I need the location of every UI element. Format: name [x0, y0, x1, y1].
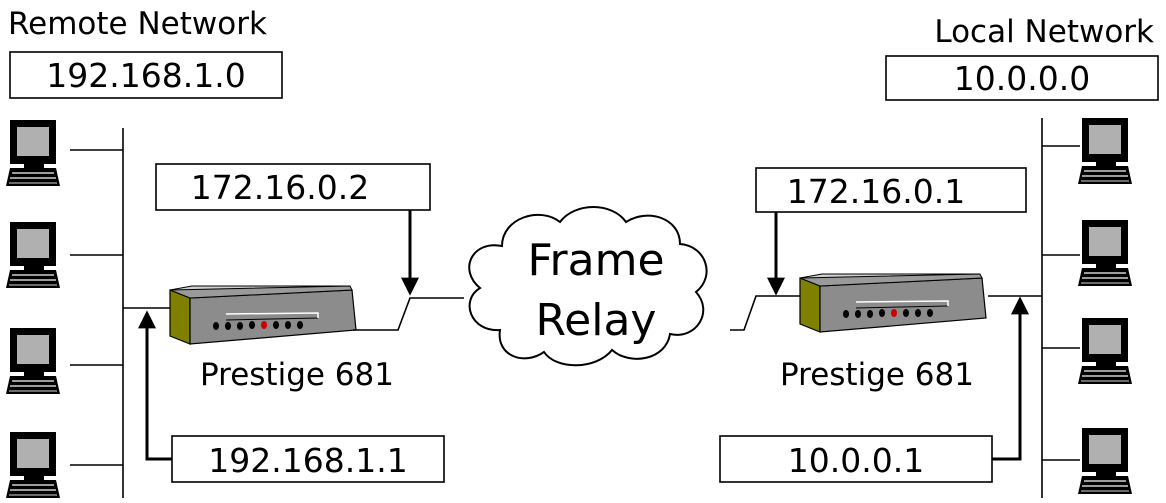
- cloud-label-frame: Frame: [527, 235, 664, 286]
- cloud-label-relay: Relay: [536, 295, 657, 346]
- remote-network-address-box: [9, 51, 283, 99]
- remote-wan-link: [353, 297, 464, 331]
- computer-icon: [1077, 427, 1133, 495]
- local-wan-ip-box: [755, 167, 1027, 213]
- remote-wan-ip-box: [155, 163, 431, 211]
- router-icon: [799, 273, 987, 333]
- remote-wan-ip: 172.16.0.2: [191, 168, 369, 207]
- local-network-address: 10.0.0.0: [954, 59, 1090, 98]
- remote-lan-arrow: [138, 310, 172, 461]
- cloud-icon: [468, 206, 708, 367]
- remote-lan-ip-box: [171, 435, 445, 483]
- local-network-title: Local Network: [934, 14, 1154, 50]
- computer-icon: [1077, 219, 1133, 287]
- computer-icon: [5, 327, 61, 395]
- local-lan-ip-box: [719, 435, 993, 483]
- remote-network-address: 192.168.1.0: [46, 56, 245, 95]
- computer-icon: [5, 221, 61, 289]
- computer-icon: [5, 431, 61, 499]
- remote-router-label: Prestige 681: [200, 357, 394, 393]
- local-lan-ip: 10.0.0.1: [788, 441, 924, 480]
- local-network-address-box: [885, 55, 1159, 101]
- computer-icon: [5, 119, 61, 187]
- local-wan-link: [730, 295, 800, 331]
- local-router-label: Prestige 681: [780, 357, 974, 393]
- local-lan-arrow: [992, 296, 1029, 461]
- remote-lan-ip: 192.168.1.1: [208, 441, 407, 480]
- router-icon: [169, 285, 357, 345]
- remote-network-title: Remote Network: [8, 6, 267, 42]
- local-wan-ip: 172.16.0.1: [787, 172, 965, 211]
- computer-icon: [1077, 117, 1133, 185]
- computer-icon: [1077, 317, 1133, 385]
